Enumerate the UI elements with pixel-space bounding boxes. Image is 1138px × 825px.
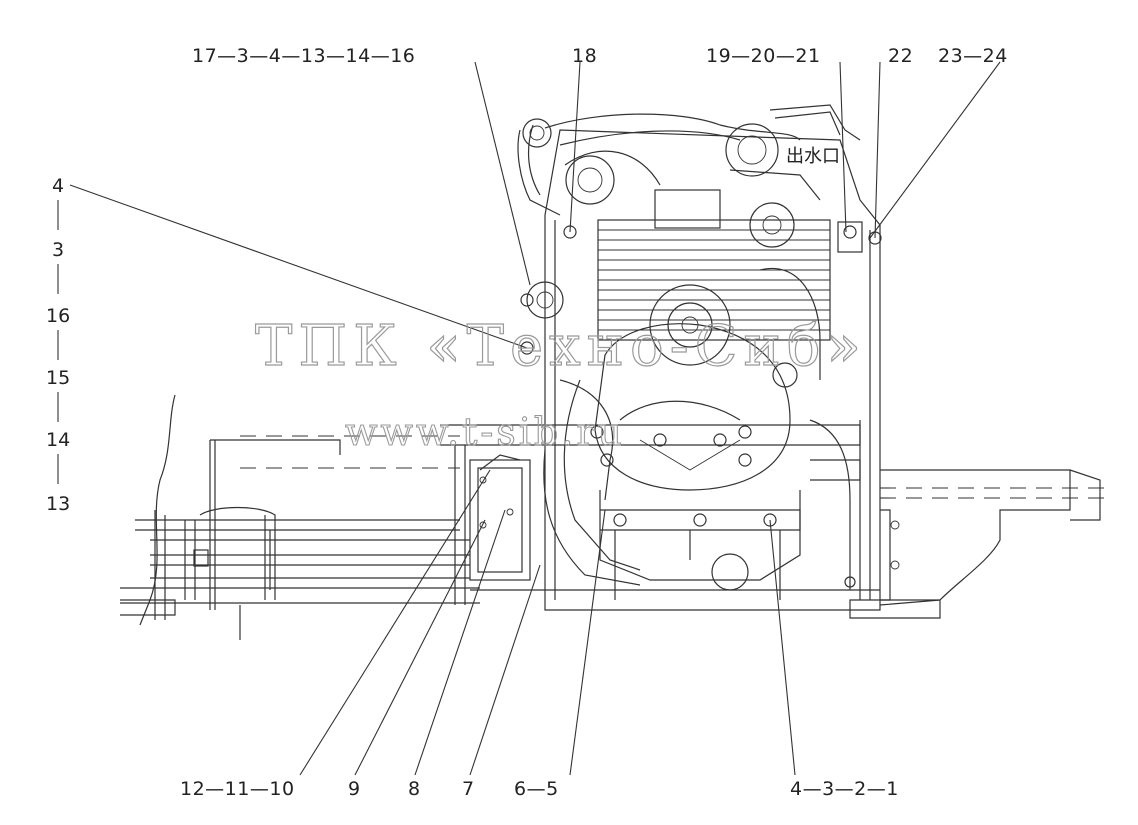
chassis-frame: [120, 394, 480, 640]
label-item-7: 7: [462, 778, 475, 800]
label-left-15: 15: [46, 367, 70, 389]
engine-body: [517, 104, 882, 611]
label-top-right-group: 23—24: [938, 45, 1008, 67]
engine-mount-plate: [440, 424, 880, 605]
label-bottom-6-5: 6—5: [514, 778, 559, 800]
label-left-3: 3: [52, 239, 64, 261]
watermark-title: ТПК «Техно-Сиб»: [255, 314, 867, 379]
watermark: ТПК «Техно-Сиб» www.t-sib.ru: [254, 313, 867, 454]
label-left-13: 13: [46, 493, 70, 515]
transmission-housing: [849, 469, 1101, 619]
label-top-mid-group: 19—20—21: [706, 45, 821, 67]
callout-labels: 17—3—4—13—14—16 18 19—20—21 22 23—24 4 3…: [46, 45, 1008, 800]
label-left-16: 16: [46, 305, 70, 327]
centre-lines: [240, 435, 1105, 499]
label-bottom-right-group: 4—3—2—1: [790, 778, 899, 800]
sensor-bracket: [469, 454, 531, 581]
label-water-outlet: 出水口: [786, 146, 840, 167]
leader-lines: [69, 61, 1001, 776]
label-item-18: 18: [572, 45, 597, 67]
label-item-8: 8: [408, 778, 421, 800]
label-top-left-group: 17—3—4—13—14—16: [192, 45, 415, 67]
label-bottom-left-group: 12—11—10: [180, 778, 295, 800]
label-item-9: 9: [348, 778, 361, 800]
label-item-22: 22: [888, 45, 913, 67]
label-left-4: 4: [52, 175, 64, 197]
watermark-url: www.t-sib.ru: [345, 410, 625, 454]
label-left-14: 14: [46, 429, 70, 451]
